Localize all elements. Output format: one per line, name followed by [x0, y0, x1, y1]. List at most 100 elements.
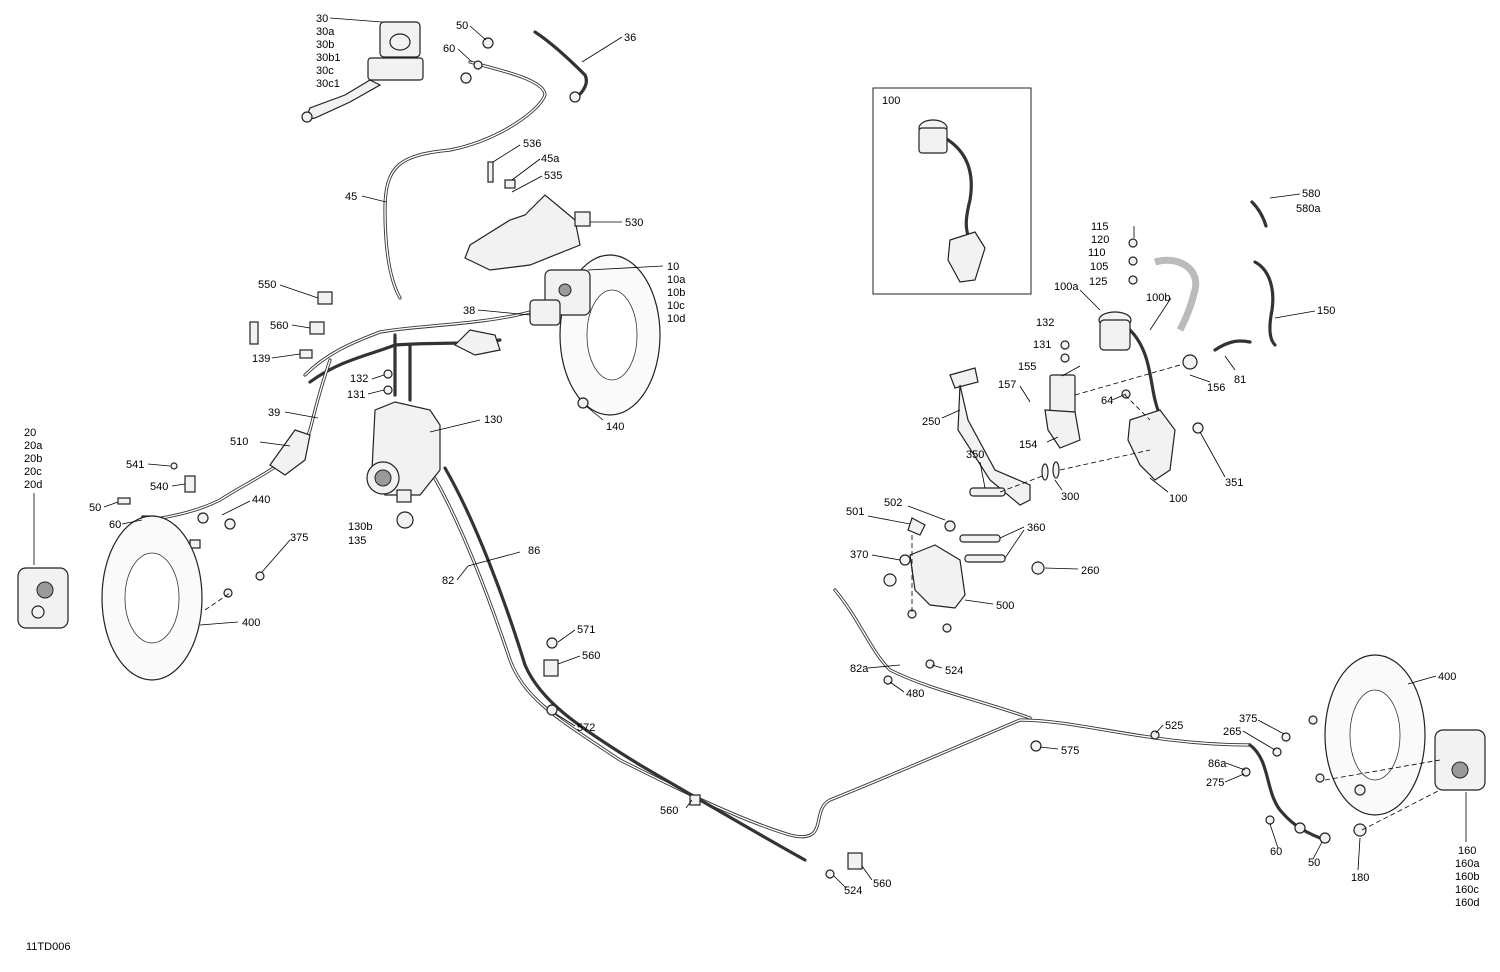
callout-130b: 130b [348, 521, 372, 533]
hose-100b-ghost [1154, 256, 1200, 332]
callout-525: 525 [1165, 720, 1183, 732]
callout-540: 540 [150, 481, 168, 493]
callout-560-low: 560 [660, 805, 678, 817]
callout-560-mid: 560 [582, 650, 600, 662]
callout-360: 360 [1027, 522, 1045, 534]
callout-160a: 160a [1455, 858, 1480, 870]
callout-86a: 86a [1208, 758, 1227, 770]
fittings-top [460, 37, 581, 103]
callout-100a: 100a [1054, 281, 1079, 293]
callout-400-right: 400 [1438, 671, 1456, 683]
callout-100b: 100b [1146, 292, 1170, 304]
callout-115: 115 [1091, 221, 1109, 233]
drawing-code: 11TD006 [26, 941, 70, 953]
callout-labels: 30 30a 30b 30b1 30c 30c1 50 60 36 45 536… [24, 13, 1480, 953]
callout-20a: 20a [24, 440, 43, 452]
callout-110: 110 [1088, 247, 1106, 259]
callout-132-left: 132 [350, 373, 368, 385]
callout-370: 370 [850, 549, 868, 561]
callout-45: 45 [345, 191, 357, 203]
callout-580: 580 [1302, 188, 1320, 200]
callout-20d: 20d [24, 479, 42, 491]
callout-572: 572 [577, 722, 595, 734]
callout-50-top: 50 [456, 20, 468, 32]
callout-440: 440 [252, 494, 270, 506]
callout-10d: 10d [667, 313, 685, 325]
callout-30c: 30c [316, 65, 334, 77]
callout-10b: 10b [667, 287, 685, 299]
callout-480: 480 [906, 688, 924, 700]
callout-131-right: 131 [1033, 339, 1051, 351]
callout-132-right: 132 [1036, 317, 1054, 329]
callout-535: 535 [544, 170, 562, 182]
callout-100: 100 [1169, 493, 1187, 505]
callout-30: 30 [316, 13, 328, 25]
bracket-154 [1044, 409, 1081, 449]
callout-120: 120 [1091, 234, 1109, 246]
callout-160d: 160d [1455, 897, 1479, 909]
callout-10: 10 [667, 261, 679, 273]
callout-82: 82 [442, 575, 454, 587]
callout-10c: 10c [667, 300, 685, 312]
clip-540 [170, 462, 196, 493]
callout-154: 154 [1019, 439, 1037, 451]
callout-560-left: 560 [270, 320, 288, 332]
callout-82a: 82a [850, 663, 869, 675]
rear-fittings [1241, 715, 1367, 844]
callout-20c: 20c [24, 466, 42, 478]
callout-160: 160 [1458, 845, 1476, 857]
master-cylinder-30 [301, 21, 424, 123]
callout-36: 36 [624, 32, 636, 44]
bracket-530 [464, 161, 591, 271]
callout-30b: 30b [316, 39, 334, 51]
callout-155: 155 [1018, 361, 1036, 373]
callout-550: 550 [258, 279, 276, 291]
callout-39: 39 [268, 407, 280, 419]
caliper-160 [1434, 729, 1486, 791]
callout-275: 275 [1206, 777, 1224, 789]
callout-350: 350 [966, 449, 984, 461]
callout-64: 64 [1101, 395, 1113, 407]
callout-50-right: 50 [1308, 857, 1320, 869]
callout-60-top: 60 [443, 43, 455, 55]
callout-530: 530 [625, 217, 643, 229]
callout-105: 105 [1090, 261, 1108, 273]
callout-160c: 160c [1455, 884, 1479, 896]
callout-30c1: 30c1 [316, 78, 340, 90]
clips-left [249, 291, 333, 359]
callout-20: 20 [24, 427, 36, 439]
callout-38: 38 [463, 305, 475, 317]
callout-575: 575 [1061, 745, 1079, 757]
small-fittings-abs [383, 369, 589, 409]
switch-155 [1049, 340, 1076, 416]
callout-130: 130 [484, 414, 502, 426]
inset-frame-100 [872, 87, 1032, 295]
brake-lines [148, 30, 1322, 862]
washers-300 [1041, 461, 1060, 481]
reservoir-100a [1098, 311, 1132, 351]
caliper-20 [17, 567, 69, 629]
bracket-500 [883, 517, 1045, 633]
callout-156: 156 [1207, 382, 1225, 394]
inset-title-100: 100 [882, 95, 900, 107]
callout-571: 571 [577, 624, 595, 636]
callout-541: 541 [126, 459, 144, 471]
callout-375-right: 375 [1239, 713, 1257, 725]
callout-135: 135 [348, 535, 366, 547]
callout-86: 86 [528, 545, 540, 557]
callout-351: 351 [1225, 477, 1243, 489]
callout-524-mid: 524 [945, 665, 963, 677]
rear-disc [1324, 654, 1426, 816]
caliper-10 [529, 269, 591, 326]
hose-580 [1250, 200, 1268, 228]
callout-30a: 30a [316, 26, 335, 38]
front-left-disc [101, 515, 203, 681]
callout-300: 300 [1061, 491, 1079, 503]
callout-510: 510 [230, 436, 248, 448]
callout-580a: 580a [1296, 203, 1321, 215]
callout-30b1: 30b1 [316, 52, 340, 64]
callout-150: 150 [1317, 305, 1335, 317]
bracket-38 [453, 329, 501, 356]
callout-501: 501 [846, 506, 864, 518]
